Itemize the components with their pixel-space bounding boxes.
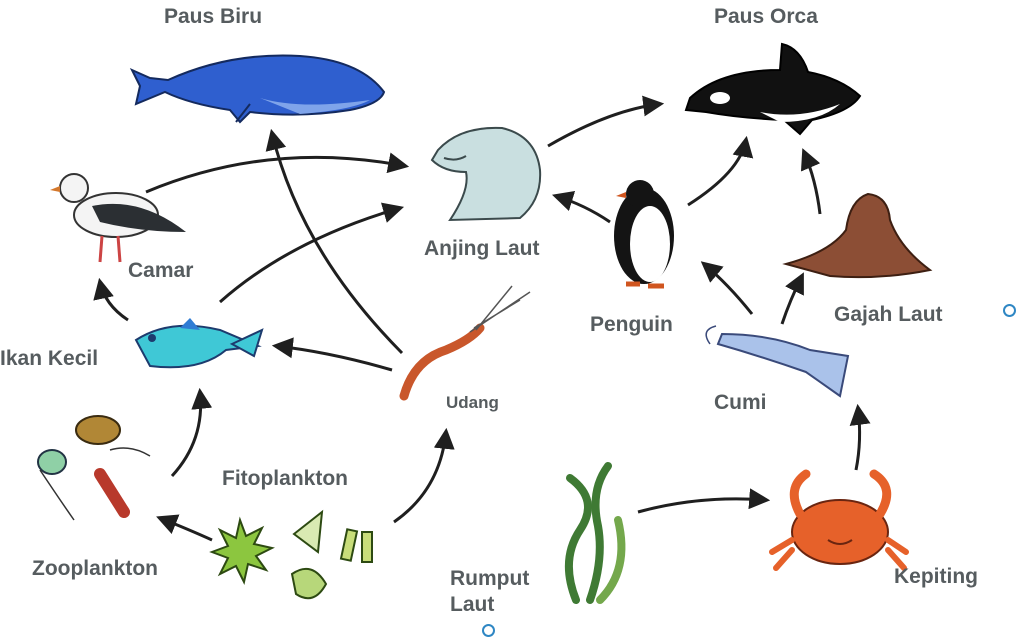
label-anjing-laut: Anjing Laut xyxy=(424,237,540,260)
label-ikan-kecil: Ikan Kecil xyxy=(0,347,99,370)
arrow-cumi-to-gajah xyxy=(780,272,804,325)
crab-illustration xyxy=(769,469,909,571)
arrow-fitoplankton-to-udang xyxy=(393,427,455,524)
phytoplankton-illustration xyxy=(209,509,373,600)
arrow-zooplankton-to-ikan xyxy=(170,387,213,478)
label-camar: Camar xyxy=(128,259,194,282)
squid-illustration xyxy=(705,325,850,398)
arrow-kepiting-to-cumi xyxy=(849,403,871,471)
arrow-ikan-to-camar xyxy=(93,277,129,322)
arrow-anjing-laut-to-orca xyxy=(547,95,665,148)
elephant-seal-illustration xyxy=(782,192,933,279)
label-paus-biru: Paus Biru xyxy=(164,5,263,28)
resize-handle-right[interactable] xyxy=(1003,304,1016,317)
arrow-penguin-to-anjing-laut xyxy=(551,190,611,224)
arrows xyxy=(93,95,871,542)
arrow-udang-to-ikan xyxy=(271,337,393,372)
small-fish-illustration xyxy=(134,318,264,369)
penguin-illustration xyxy=(614,180,674,289)
label-cumi: Cumi xyxy=(714,391,767,414)
arrow-penguin-to-orca xyxy=(687,135,754,207)
arrow-camar-to-anjing-laut xyxy=(145,152,410,194)
arrow-cumi-to-penguin xyxy=(700,261,754,315)
label-paus-orca: Paus Orca xyxy=(714,5,818,28)
label-udang: Udang xyxy=(446,393,499,412)
label-penguin: Penguin xyxy=(590,313,673,336)
label-zooplankton: Zooplankton xyxy=(32,557,158,580)
arrow-rumput-to-kepiting xyxy=(637,488,771,514)
label-kepiting: Kepiting xyxy=(894,565,978,588)
blue-whale-illustration xyxy=(129,54,386,124)
shrimp-illustration xyxy=(399,285,531,401)
label-rumput-laut: Rumput Laut xyxy=(450,567,530,617)
orca-illustration xyxy=(684,42,862,136)
arrow-fitoplankton-to-zooplankton xyxy=(156,514,213,542)
seaweed-illustration xyxy=(564,462,626,604)
label-gajah-laut: Gajah Laut xyxy=(834,303,943,326)
arrow-udang-to-paus-biru xyxy=(265,128,404,355)
resize-handle-bottom[interactable] xyxy=(482,624,495,637)
arrow-ikan-to-anjing-laut xyxy=(219,202,405,304)
label-fitoplankton: Fitoplankton xyxy=(222,467,348,490)
seagull-illustration xyxy=(50,173,186,263)
seal-illustration xyxy=(430,126,542,222)
zooplankton-illustration xyxy=(37,415,151,521)
arrow-gajah-to-orca xyxy=(800,148,822,215)
